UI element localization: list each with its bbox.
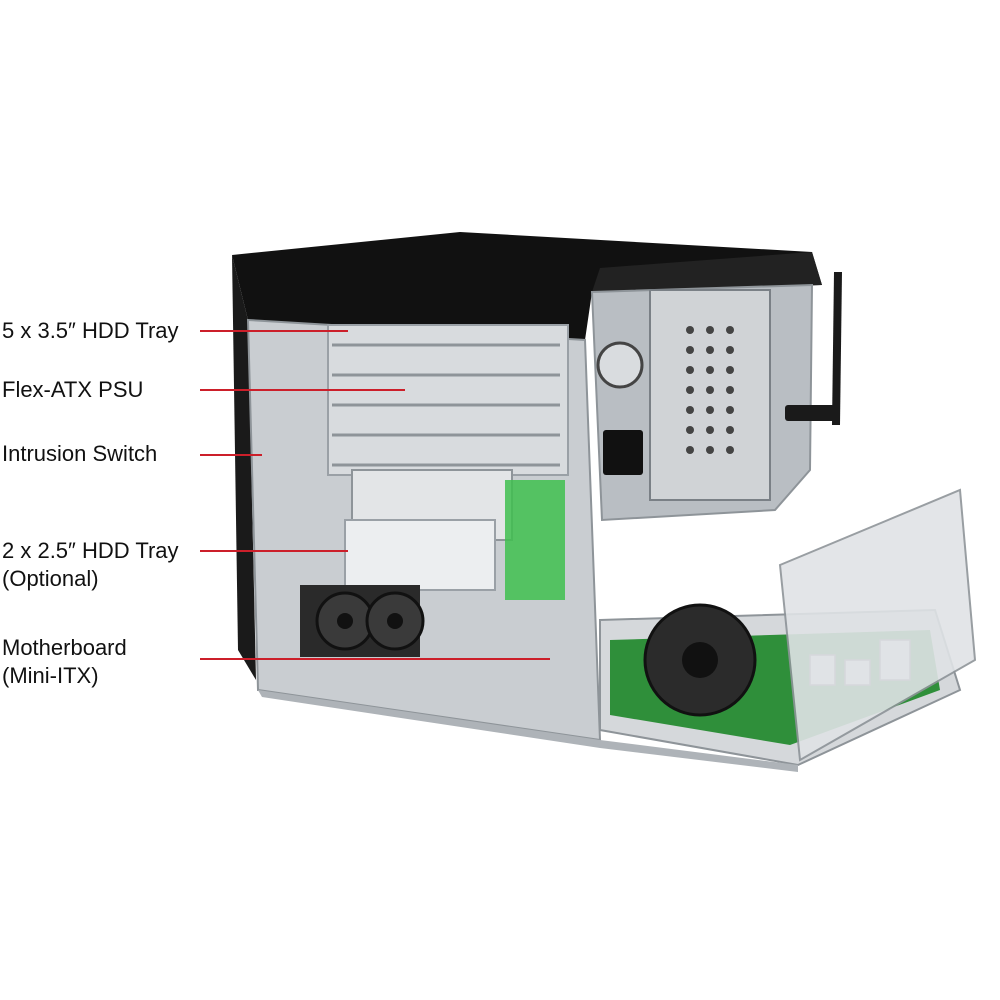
power-inlet bbox=[603, 430, 643, 475]
psu-grille-holes bbox=[686, 326, 734, 454]
callout-intrusion-line1: Intrusion Switch bbox=[2, 441, 158, 466]
leader-lines bbox=[200, 330, 550, 660]
top-cover bbox=[232, 232, 822, 340]
hdd25-tray bbox=[344, 519, 496, 591]
callout-motherboard-line1: Motherboard bbox=[2, 635, 127, 660]
antenna bbox=[832, 272, 842, 425]
callout-hdd25-line1: 2 x 2.5″ HDD Tray bbox=[2, 538, 179, 563]
hdd-tray-slots bbox=[332, 343, 560, 467]
callout-hdd25-line2: (Optional) bbox=[2, 566, 99, 591]
callout-intrusion: Intrusion Switch bbox=[2, 440, 157, 468]
psu-grille bbox=[649, 289, 771, 501]
green-board-left bbox=[505, 480, 565, 600]
left-side-panel bbox=[232, 255, 256, 680]
callout-hdd25: 2 x 2.5″ HDD Tray (Optional) bbox=[2, 537, 179, 593]
callout-hdd35: 5 x 3.5″ HDD Tray bbox=[2, 317, 179, 345]
hdd-tray-stack bbox=[327, 324, 569, 476]
callout-motherboard: Motherboard (Mini-ITX) bbox=[2, 634, 127, 690]
callout-psu: Flex-ATX PSU bbox=[2, 376, 143, 404]
front-fans bbox=[300, 585, 425, 657]
small-exhaust-fan bbox=[596, 341, 644, 389]
base-rail bbox=[258, 690, 798, 772]
rear-top-trim bbox=[592, 252, 822, 292]
antenna-base bbox=[785, 405, 835, 421]
callout-psu-line1: Flex-ATX PSU bbox=[2, 377, 144, 402]
callout-motherboard-line2: (Mini-ITX) bbox=[2, 663, 99, 688]
callout-hdd35-line1: 5 x 3.5″ HDD Tray bbox=[2, 318, 179, 343]
side-bracket bbox=[778, 488, 977, 762]
